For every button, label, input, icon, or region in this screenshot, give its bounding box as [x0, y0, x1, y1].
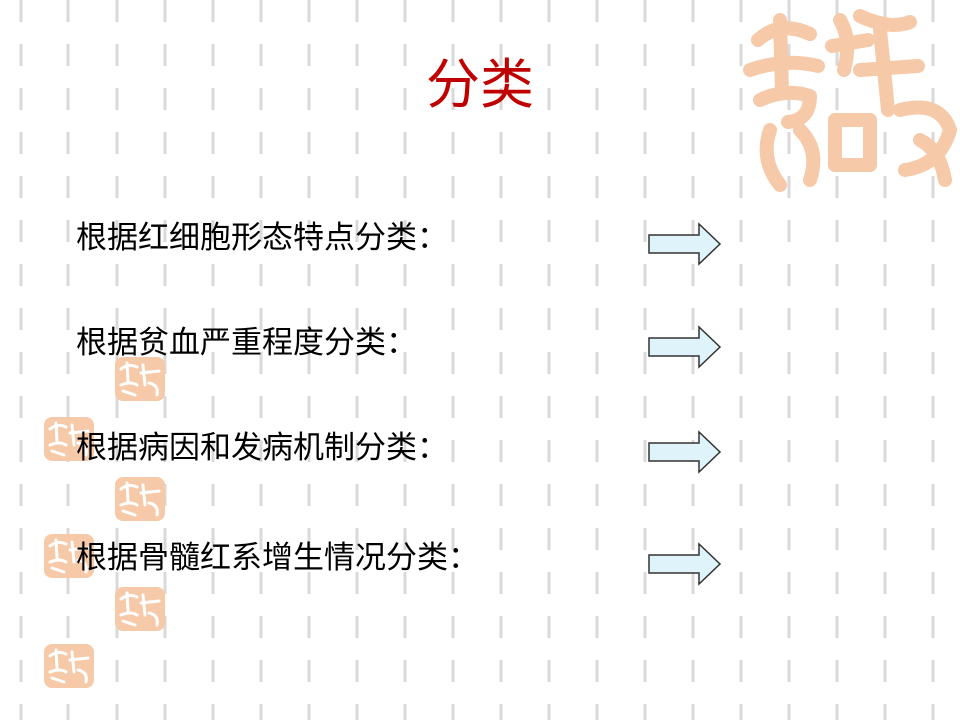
classification-item-morphology: 根据红细胞形态特点分类： [76, 220, 448, 256]
auspicious-seal-icon [743, 9, 957, 192]
classification-item-marrow: 根据骨髓红系增生情况分类： [76, 540, 479, 576]
right-arrow-icon [648, 222, 722, 266]
small-seal-icon [115, 587, 165, 631]
small-seal-icon [115, 477, 165, 521]
slide-title: 分类 [426, 53, 534, 116]
right-arrow-icon [648, 325, 722, 369]
small-seal-icon [44, 417, 94, 461]
classification-item-etiology: 根据病因和发病机制分类： [76, 430, 448, 466]
small-seal-icon [44, 534, 94, 578]
small-seal-icon [44, 644, 94, 688]
classification-item-severity: 根据贫血严重程度分类： [76, 325, 417, 361]
right-arrow-icon [648, 542, 722, 586]
right-arrow-icon [648, 430, 722, 474]
small-seal-icon [115, 357, 165, 401]
